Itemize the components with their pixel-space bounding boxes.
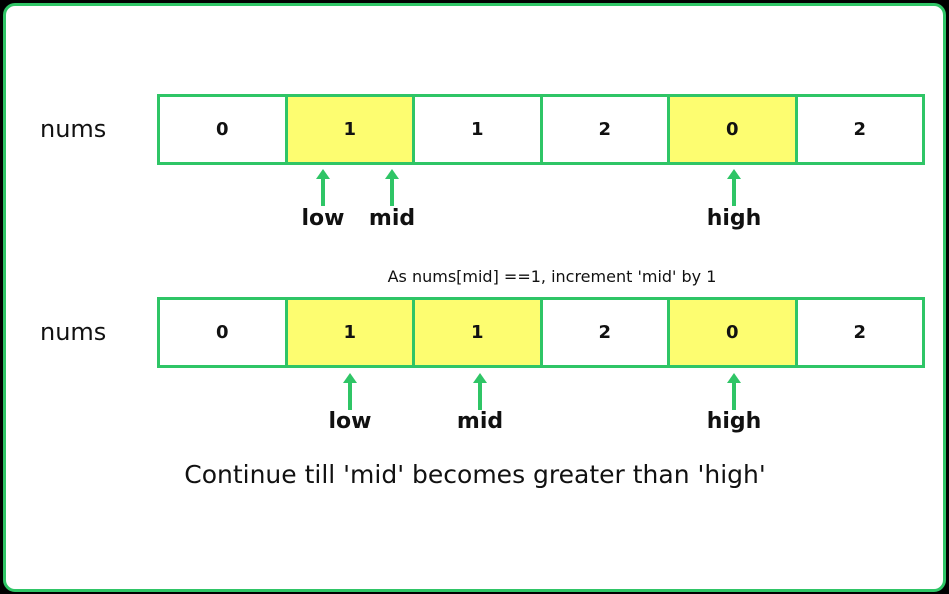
cell-step2-4: 0 — [670, 300, 798, 365]
step-note: As nums[mid] ==1, increment 'mid' by 1 — [387, 267, 717, 286]
cell-step1-2: 1 — [415, 97, 543, 162]
array-label-step2: nums — [40, 318, 107, 346]
array-label-step1: nums — [40, 115, 107, 143]
high-label-step1: high — [706, 206, 762, 231]
conclusion-text: Continue till 'mid' becomes greater than… — [184, 460, 766, 489]
cell-step2-2: 1 — [415, 300, 543, 365]
cell-step1-0: 0 — [160, 97, 288, 162]
cell-step2-0: 0 — [160, 300, 288, 365]
array-step1: 0 1 1 2 0 2 — [157, 94, 925, 165]
mid-label-step2: mid — [456, 409, 504, 434]
mid-label-step1: mid — [368, 206, 416, 231]
high-label-step2: high — [706, 409, 762, 434]
low-label-step1: low — [301, 206, 345, 231]
cell-step2-1: 1 — [287, 300, 415, 365]
array-step2: 0 1 1 2 0 2 — [157, 297, 925, 368]
cell-step1-5: 2 — [797, 97, 922, 162]
cell-step2-5: 2 — [797, 300, 922, 365]
cell-step2-3: 2 — [542, 300, 670, 365]
cell-step1-4: 0 — [670, 97, 798, 162]
cell-step1-1: 1 — [287, 97, 415, 162]
low-label-step2: low — [328, 409, 372, 434]
cell-step1-3: 2 — [542, 97, 670, 162]
